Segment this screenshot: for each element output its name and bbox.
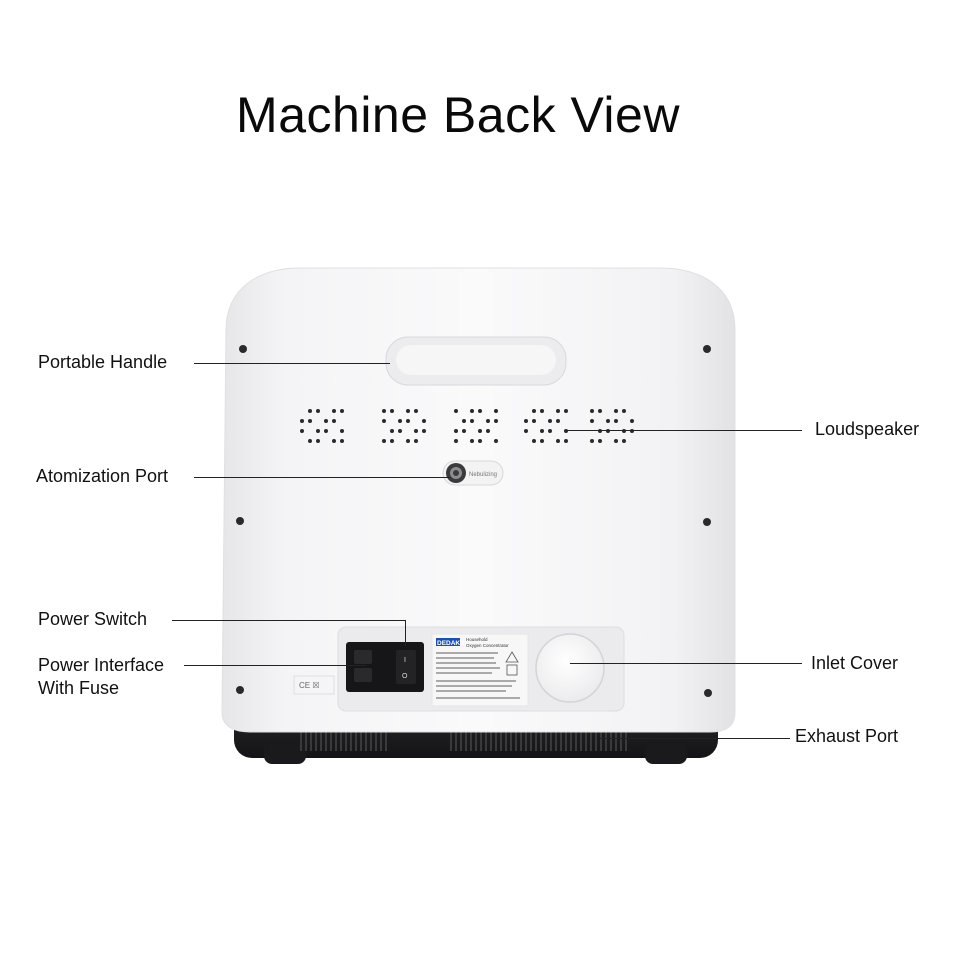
label-power-interface-line2: With Fuse [38, 678, 120, 698]
leader-inlet-cover [570, 663, 802, 664]
inlet-cover-knob [535, 633, 605, 703]
leader-atomization-port [194, 477, 450, 478]
loudspeaker-grill [300, 409, 634, 443]
cert-marks: CE ☒ [293, 675, 335, 695]
screws [236, 345, 712, 697]
page-title: Machine Back View [236, 87, 680, 143]
label-inlet-cover: Inlet Cover [811, 653, 899, 673]
leader-power-interface [184, 665, 366, 666]
device-body [221, 267, 736, 733]
label-exhaust-port: Exhaust Port [795, 726, 899, 746]
label-power-interface: Power Interface With Fuse [38, 654, 164, 700]
label-loudspeaker: Loudspeaker [815, 419, 920, 439]
rear-panel: I O DEDAKJ Household Oxygen Concentrator [337, 626, 625, 712]
exhaust-grill [300, 731, 627, 751]
portable-handle [385, 336, 567, 386]
brand-label: DEDAKJ [437, 640, 464, 647]
label-power-switch: Power Switch [38, 609, 148, 629]
svg-text:O: O [402, 673, 408, 680]
svg-text:CE ☒: CE ☒ [299, 681, 320, 690]
leader-power-switch [172, 620, 406, 621]
leader-portable-handle [194, 363, 390, 364]
nebulizer-tag: Nebulizing [469, 472, 497, 478]
atomization-port: Nebulizing [442, 460, 504, 486]
leader-exhaust-port [600, 738, 790, 739]
label-portable-handle: Portable Handle [38, 352, 168, 372]
svg-text:Household: Household [466, 637, 488, 642]
label-atomization-port: Atomization Port [36, 466, 169, 486]
svg-text:I: I [404, 657, 406, 664]
svg-text:Oxygen Concentrator: Oxygen Concentrator [466, 643, 509, 648]
leader-loudspeaker [566, 430, 802, 431]
power-switch-rocker [396, 650, 416, 684]
leader-power-switch-drop [405, 620, 406, 646]
label-power-interface-line1: Power Interface [38, 655, 165, 675]
